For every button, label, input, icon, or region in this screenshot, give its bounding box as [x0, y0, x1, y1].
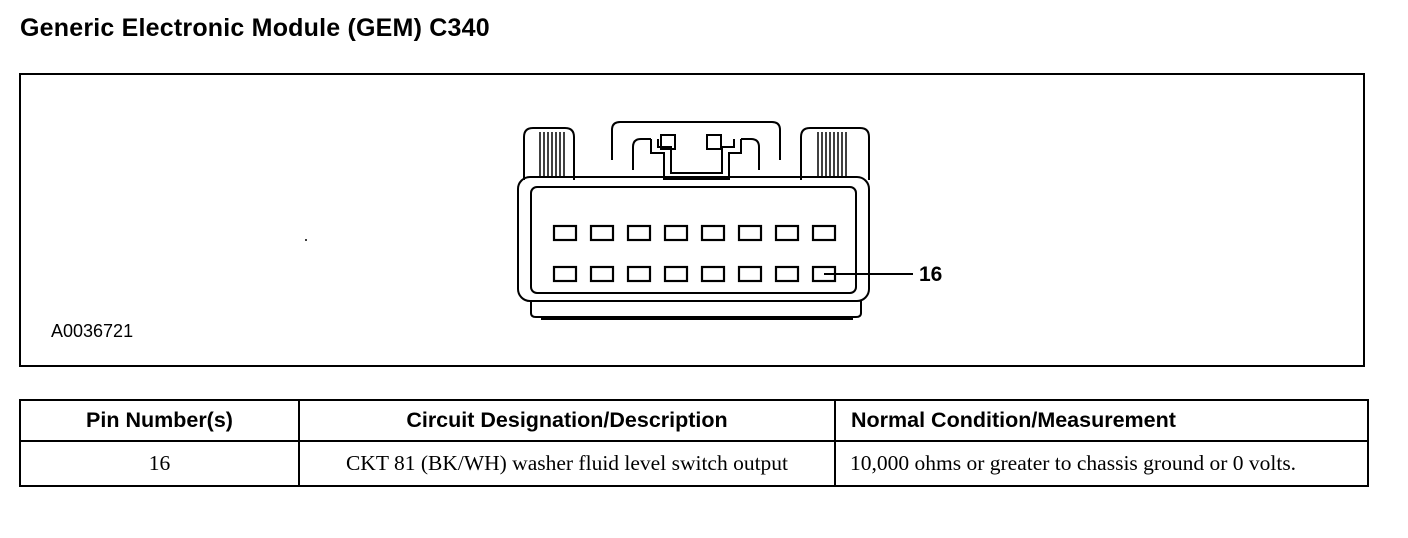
pin-cavity	[737, 265, 763, 283]
left-latch-tab	[523, 127, 575, 180]
pin-cavity	[626, 265, 652, 283]
pin-cavity	[552, 265, 578, 283]
column-header-pin: Pin Number(s)	[19, 399, 300, 442]
column-header-measurement: Normal Condition/Measurement	[834, 399, 1369, 442]
pin-cavity	[552, 224, 578, 242]
pin-cavity	[811, 224, 837, 242]
description-cell: CKT 81 (BK/WH) washer fluid level switch…	[298, 440, 836, 487]
pin-row-2	[552, 265, 837, 283]
pin-cavity	[700, 224, 726, 242]
pin-cavity	[737, 224, 763, 242]
figure-reference-code: A0036721	[51, 321, 134, 341]
pin-cavity	[663, 265, 689, 283]
pin-row-1	[552, 224, 837, 242]
page-title: Generic Electronic Module (GEM) C340	[20, 14, 490, 42]
connector-face-drawing	[305, 121, 913, 320]
pin-cavity	[774, 265, 800, 283]
pin-number-cell: 16	[19, 440, 300, 487]
table-header-row: Pin Number(s) Circuit Designation/Descri…	[19, 399, 1369, 442]
pin-cavity	[626, 224, 652, 242]
measurement-cell: 10,000 ohms or greater to chassis ground…	[834, 440, 1369, 487]
center-lock	[611, 121, 781, 180]
connector-housing	[517, 176, 870, 302]
table-row: 16 CKT 81 (BK/WH) washer fluid level swi…	[19, 440, 1369, 487]
pin-callout-label: 16	[919, 263, 943, 286]
pin-cavity	[663, 224, 689, 242]
pin-cavity	[700, 265, 726, 283]
column-header-description: Circuit Designation/Description	[298, 399, 836, 442]
pin-cavity	[589, 265, 615, 283]
pin-cavity	[774, 224, 800, 242]
pin-cavity	[589, 224, 615, 242]
connector-diagram: 16 A0036721	[19, 73, 1365, 367]
pin-table: Pin Number(s) Circuit Designation/Descri…	[19, 399, 1369, 487]
right-latch-tab	[800, 127, 870, 180]
